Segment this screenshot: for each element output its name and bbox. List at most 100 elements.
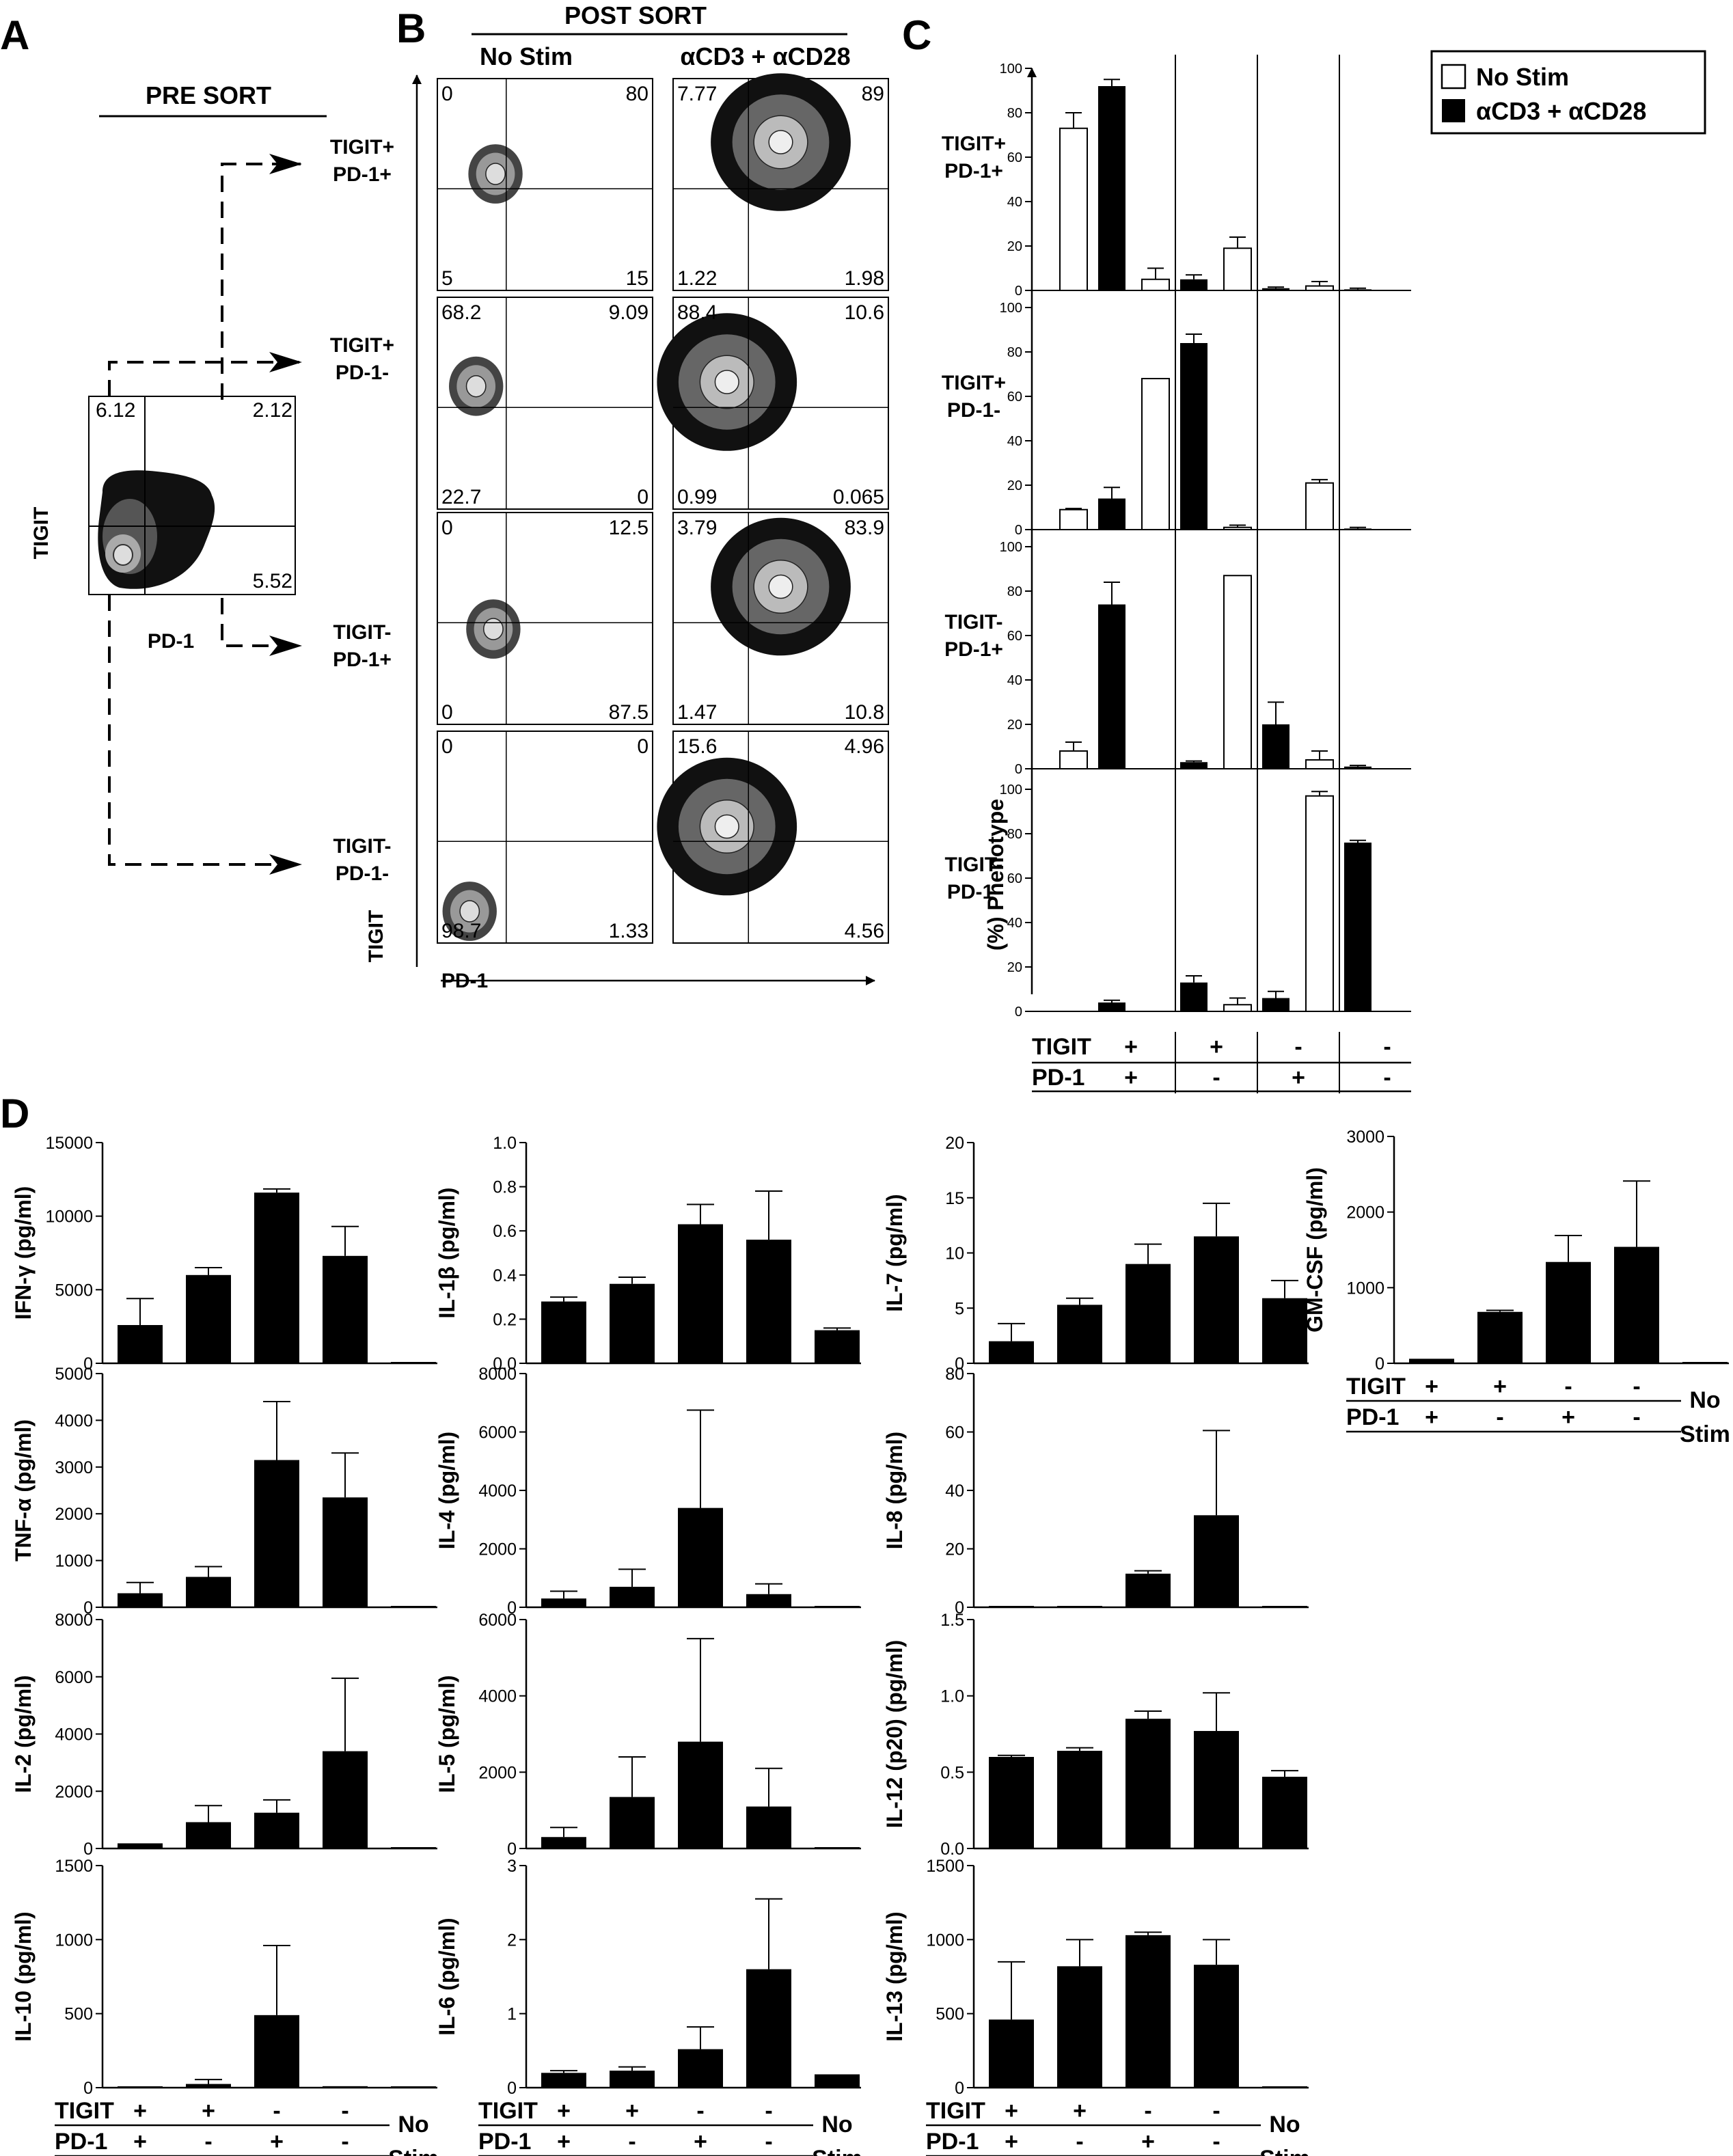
tick-label: 0.0: [493, 1354, 517, 1374]
bar: [989, 1757, 1034, 1848]
sign: -: [628, 2129, 636, 2155]
gate-label: PD-1+: [333, 163, 392, 186]
gate-labels: TIGIT+ PD-1+ TIGIT+ PD-1- TIGIT- PD-1+ T…: [330, 136, 394, 885]
flow-quadrant-value: 0: [637, 486, 649, 508]
bar: [678, 2049, 723, 2088]
c-bar-no-stim: [1059, 750, 1088, 769]
panel-label-a: A: [0, 12, 29, 58]
tick-label: 3000: [55, 1458, 93, 1477]
tick-label: 0.5: [940, 1763, 964, 1782]
tick-label: 500: [936, 2005, 964, 2024]
tick-label: 0: [955, 1598, 964, 1618]
bar: [989, 1606, 1034, 1607]
no-stim-label: Stim: [1259, 2146, 1310, 2156]
post-sort-ylabel: TIGIT: [365, 910, 387, 963]
pre-sort-plot: 6.12 2.12 5.52: [88, 396, 296, 595]
c-bar-stim: [1180, 343, 1207, 530]
flow-quadrant-value: 22.7: [441, 486, 481, 508]
c-ylabel: (%) Phenotype: [983, 799, 1008, 951]
tick-label: 0.0: [940, 1840, 964, 1859]
bar: [1409, 1359, 1454, 1363]
tick-label: 1.0: [493, 1134, 517, 1153]
cytokine-chart: 0.00.51.01.5IL-12 (p20) (pg/ml): [882, 1611, 1309, 1859]
y-axis-label: IL-13 (pg/ml): [882, 1911, 907, 2041]
gate-label: TIGIT+: [330, 136, 394, 159]
panel-c: (%) Phenotype TIGIT+PD-1+020406080100TIG…: [942, 50, 1706, 1093]
c-bar-no-stim: [1223, 1004, 1252, 1012]
no-stim-label: Stim: [388, 2146, 439, 2156]
tick-label: 1500: [55, 1857, 93, 1876]
sign: +: [202, 2098, 215, 2124]
bar: [541, 1301, 586, 1363]
c-sign: +: [1292, 1065, 1305, 1091]
tick-label: 20: [945, 1134, 964, 1153]
bar: [1194, 1515, 1239, 1607]
bar: [186, 1577, 231, 1607]
y-axis-label: IL-2 (pg/ml): [11, 1675, 36, 1792]
c-bar-no-stim: [1305, 795, 1334, 1012]
sign: -: [341, 2129, 349, 2155]
y-axis-label: IL-1β (pg/ml): [435, 1188, 459, 1319]
flow-quadrant-value: 10.8: [845, 701, 884, 724]
c-tick-label: 0: [1015, 523, 1022, 538]
tick-label: 6000: [478, 1423, 517, 1443]
c-sign: -: [1294, 1034, 1302, 1060]
c-tick-label: 100: [1000, 62, 1022, 77]
c-row-label: TIGIT+: [942, 372, 1006, 394]
c-bar-no-stim: [1305, 482, 1334, 530]
sign: -: [273, 2098, 280, 2124]
sign: +: [1493, 1374, 1507, 1400]
panel-b: POST SORT No Stim αCD3 + αCD28 TIGIT PD-…: [365, 1, 889, 992]
sign-label-pd1: PD-1: [55, 2129, 107, 2155]
c-bar-stim: [1262, 998, 1289, 1011]
sign-label-tigit: TIGIT: [55, 2098, 114, 2124]
bar: [323, 1497, 368, 1607]
c-bar-stim: [1344, 843, 1372, 1011]
flow-quadrant-value: 9.09: [609, 301, 649, 324]
sign: -: [1633, 1404, 1640, 1430]
tick-label: 8000: [478, 1365, 517, 1384]
bar: [1262, 1298, 1307, 1363]
bar: [118, 1325, 163, 1363]
sign: +: [1425, 1404, 1438, 1430]
c-sign-label-pd1: PD-1: [1032, 1065, 1084, 1091]
gate-label: TIGIT+: [330, 334, 394, 357]
c-bar-stim: [1098, 498, 1125, 530]
sign: -: [1212, 2129, 1220, 2155]
tick-label: 0: [955, 1354, 964, 1374]
tick-label: 3: [507, 1857, 517, 1876]
c-tick-label: 20: [1007, 718, 1022, 733]
sign: +: [1005, 2098, 1018, 2124]
bar: [1194, 1731, 1239, 1848]
bar: [118, 2086, 163, 2088]
post-sort-title: POST SORT: [564, 1, 707, 29]
flow-quadrant-value: 0.99: [677, 486, 717, 508]
flow-quadrant-value: 4.56: [845, 920, 884, 942]
c-bar-no-stim: [1223, 575, 1252, 769]
flow-quadrant-value: 3.79: [677, 517, 717, 539]
sign-label-tigit: TIGIT: [478, 2098, 538, 2124]
c-bar-stim: [1098, 86, 1125, 290]
c-sign: +: [1124, 1065, 1138, 1091]
flow-quadrant-value: 4.96: [845, 735, 884, 758]
flow-quadrant-value: 0: [637, 735, 649, 758]
c-sign-table: TIGIT PD-1 + + - - + - + -: [1032, 1032, 1411, 1093]
sign-label-tigit: TIGIT: [1346, 1374, 1406, 1400]
bar: [815, 2074, 860, 2088]
c-tick-label: 60: [1007, 871, 1022, 886]
tick-label: 1.0: [940, 1687, 964, 1706]
y-axis-label: IL-5 (pg/ml): [435, 1675, 459, 1792]
c-tick-label: 80: [1007, 584, 1022, 599]
tick-label: 10: [945, 1244, 964, 1264]
bar: [323, 2086, 368, 2088]
flow-quadrant-value: 7.77: [677, 83, 717, 105]
bar: [391, 2086, 436, 2088]
bar: [1057, 1305, 1102, 1363]
tick-label: 1.5: [940, 1611, 964, 1630]
